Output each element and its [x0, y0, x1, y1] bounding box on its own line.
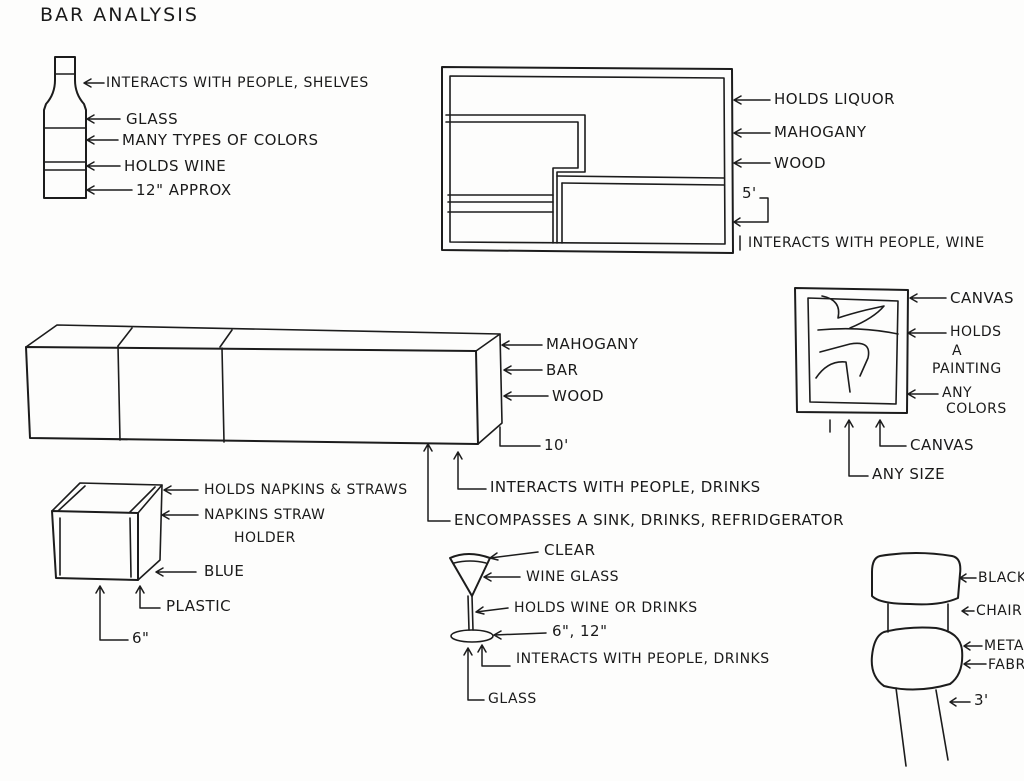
wine-glass-material-label: GLASS — [488, 691, 537, 707]
wine-glass-name-label: WINE GLASS — [526, 569, 620, 585]
canvas-arrows — [829, 293, 947, 477]
bar-counter-sketch — [25, 324, 503, 445]
chair-arrows — [949, 573, 987, 707]
canvas-holds-label-2: A — [952, 343, 963, 359]
napkin-holder-arrows — [95, 485, 199, 641]
shelf-size-label: 5' — [742, 184, 757, 202]
canvas-name-label: CANVAS — [950, 289, 1015, 307]
chair-size-label: 3' — [974, 691, 989, 709]
shelf-interacts-label: INTERACTS WITH PEOPLE, WINE — [748, 235, 985, 251]
counter-wood-label: WOOD — [552, 387, 604, 405]
liquor-shelf-sketch — [441, 66, 734, 254]
chair-metal-label: METAL — [984, 638, 1024, 654]
wine-glass-interacts-label: INTERACTS WITH PEOPLE, DRINKS — [516, 651, 770, 667]
chair-sketch — [870, 552, 964, 767]
napkin-name-label-1: NAPKINS STRAW — [204, 507, 326, 523]
wine-glass-arrows — [463, 551, 547, 701]
napkin-name-label-2: HOLDER — [234, 530, 296, 546]
canvas-holds-label-1: HOLDS — [950, 324, 1002, 340]
page-title: BAR ANALYSIS — [40, 4, 199, 26]
counter-material-label: MAHOGANY — [546, 335, 639, 353]
napkin-holder-sketch — [51, 482, 163, 581]
bottle-material-label: GLASS — [126, 110, 179, 128]
wine-glass-sketch — [449, 553, 494, 643]
chair-name-label: CHAIR — [976, 603, 1023, 619]
bar-counter-arrows — [423, 340, 549, 522]
chair-color-label: BLACK — [978, 570, 1024, 586]
counter-interacts-label: INTERACTS WITH PEOPLE, DRINKS — [490, 478, 761, 496]
wine-glass-clear-label: CLEAR — [544, 541, 596, 559]
wine-bottle-sketch — [43, 56, 87, 199]
canvas-colors-label-1: ANY — [942, 385, 973, 401]
bottle-holds-label: HOLDS WINE — [124, 157, 227, 175]
napkin-material-label: PLASTIC — [166, 597, 232, 615]
bottle-colors-label: MANY TYPES OF COLORS — [122, 131, 319, 149]
wine-glass-size-label: 6", 12" — [552, 622, 608, 640]
wine-glass-holds-label: HOLDS WINE OR DRINKS — [514, 600, 698, 616]
wine-bottle-arrows — [83, 78, 133, 195]
bottle-size-label: 12" APPROX — [136, 181, 232, 199]
bottle-interacts-label: INTERACTS WITH PEOPLE, SHELVES — [106, 75, 369, 91]
canvas-size-label: ANY SIZE — [872, 465, 946, 483]
canvas-holds-label-3: PAINTING — [932, 361, 1002, 377]
canvas-material-label: CANVAS — [910, 436, 975, 454]
canvas-sketch — [794, 287, 909, 414]
napkin-size-label: 6" — [132, 629, 150, 647]
liquor-shelf-arrows — [733, 95, 771, 251]
counter-encompasses-label: ENCOMPASSES A SINK, DRINKS, REFRIDGERATO… — [454, 511, 844, 529]
canvas-colors-label-2: COLORS — [946, 401, 1007, 417]
chair-fabric-label: FABRIC — [988, 657, 1024, 673]
shelf-holds-label: HOLDS LIQUOR — [774, 90, 896, 108]
counter-size-label: 10' — [544, 436, 569, 454]
shelf-material-label: MAHOGANY — [774, 123, 867, 141]
counter-type-label: BAR — [546, 361, 579, 379]
shelf-wood-label: WOOD — [774, 154, 826, 172]
napkin-color-label: BLUE — [204, 562, 245, 580]
napkin-holds-label: HOLDS NAPKINS & STRAWS — [204, 482, 408, 498]
